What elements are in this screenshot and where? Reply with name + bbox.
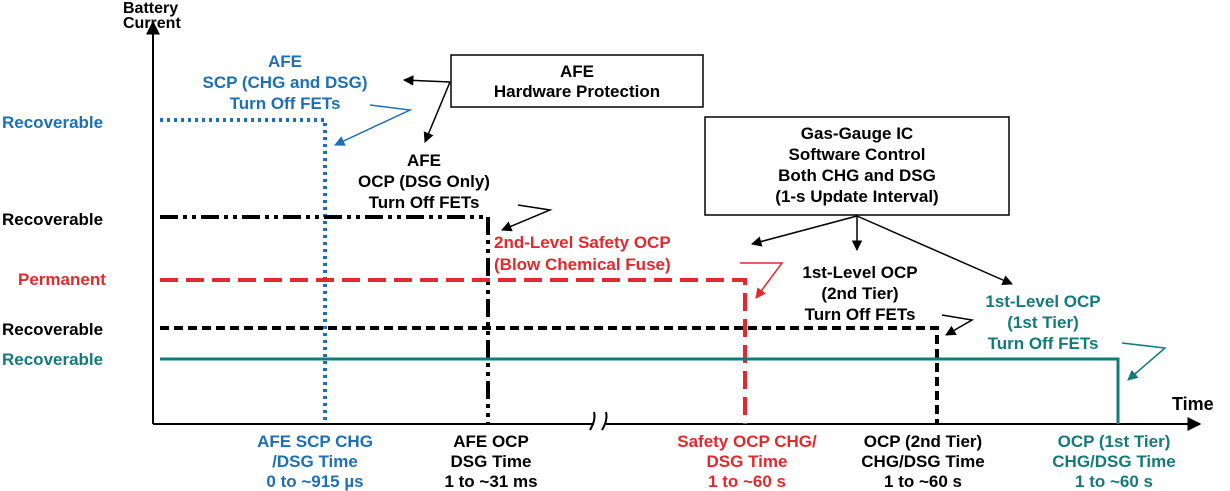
afe-hardware-box-line1: AFE [560, 62, 594, 81]
y-axis-label-line2: Current [123, 15, 181, 32]
annotation-afe-scp: AFE SCP (CHG and DSG) Turn Off FETs [203, 52, 413, 146]
annotation-ocp-1st-tier-line3: Turn Off FETs [988, 334, 1099, 353]
arrow-ocp-1st-tier [1121, 342, 1167, 381]
trace-ocp-2nd-tier [160, 326, 939, 424]
gas-gauge-box-frame [704, 116, 1010, 216]
annotation-afe-scp-line1: AFE [268, 52, 302, 71]
annotation-ocp-1st-tier: 1st-Level OCP (1st Tier) Turn Off FETs [985, 292, 1167, 381]
time-label-ocp-1st-tier: OCP (1st Tier) CHG/DSG Time 1 to ~60 s [1052, 432, 1175, 491]
annotation-ocp-2nd-tier-line1: 1st-Level OCP [802, 263, 917, 282]
trace-afe-ocp [160, 215, 490, 424]
arrow-gg-to-safety [750, 215, 858, 247]
time-label-afe-scp: AFE SCP CHG /DSG Time 0 to ~915 µs [257, 432, 373, 491]
annotation-ocp-1st-tier-line2: (1st Tier) [1007, 313, 1079, 332]
time-label-afe-scp-line3: 0 to ~915 µs [266, 472, 363, 491]
x-axis-label: Time [1172, 394, 1214, 414]
time-label-afe-scp-line2: /DSG Time [272, 452, 358, 471]
time-label-ocp-1st-tier-line2: CHG/DSG Time [1052, 452, 1175, 471]
time-label-afe-ocp-line1: AFE OCP [453, 432, 529, 451]
annotation-safety-ocp-line1: 2nd-Level Safety OCP [494, 233, 671, 252]
afe-hardware-box-line2: Hardware Protection [494, 82, 660, 101]
axes: Battery Current Time [123, 0, 1214, 431]
level-label-afe-ocp: Recoverable [2, 210, 103, 229]
time-label-ocp-2nd-tier-line1: OCP (2nd Tier) [864, 432, 982, 451]
annotation-afe-scp-line2: SCP (CHG and DSG) [203, 73, 368, 92]
annotation-safety-ocp: 2nd-Level Safety OCP (Blow Chemical Fuse… [494, 233, 784, 299]
gas-gauge-box-line4: (1-s Update Interval) [775, 187, 938, 206]
annotation-afe-scp-line3: Turn Off FETs [230, 94, 341, 113]
annotation-safety-ocp-line2: (Blow Chemical Fuse) [494, 255, 671, 274]
arrow-gg-to-1st-tier [856, 215, 1013, 286]
time-label-afe-ocp-line3: 1 to ~31 ms [444, 472, 537, 491]
time-label-ocp-2nd-tier-line2: CHG/DSG Time [861, 452, 984, 471]
time-label-safety-ocp-line2: DSG Time [707, 452, 788, 471]
level-label-safety-ocp: Permanent [18, 270, 106, 289]
time-label-afe-ocp-line2: DSG Time [451, 452, 532, 471]
arrow-hw-to-ocp [423, 81, 451, 143]
gas-gauge-box-line3: Both CHG and DSG [778, 166, 936, 185]
annotation-ocp-2nd-tier: 1st-Level OCP (2nd Tier) Turn Off FETs [802, 263, 975, 336]
annotation-ocp-2nd-tier-line2: (2nd Tier) [821, 284, 898, 303]
afe-hardware-box: AFE Hardware Protection [450, 54, 704, 108]
time-label-safety-ocp-line1: Safety OCP CHG/ [677, 432, 817, 451]
time-label-ocp-2nd-tier: OCP (2nd Tier) CHG/DSG Time 1 to ~60 s [861, 432, 984, 491]
time-label-afe-ocp: AFE OCP DSG Time 1 to ~31 ms [444, 432, 537, 491]
annotation-afe-ocp: AFE OCP (DSG Only) Turn Off FETs [358, 151, 553, 232]
annotation-afe-ocp-line2: OCP (DSG Only) [358, 172, 490, 191]
level-label-afe-scp: Recoverable [2, 113, 103, 132]
annotation-ocp-1st-tier-line1: 1st-Level OCP [985, 292, 1100, 311]
level-labels: Recoverable Recoverable Permanent Recove… [2, 113, 106, 369]
arrow-afe-scp [334, 104, 413, 146]
gas-gauge-box: Gas-Gauge IC Software Control Both CHG a… [704, 116, 1010, 216]
level-label-1st-tier: Recoverable [2, 350, 103, 369]
arrow-hw-to-scp [402, 75, 451, 86]
trace-afe-scp [160, 118, 327, 424]
axis-break-mark [589, 411, 608, 431]
arrow-afe-ocp [501, 204, 553, 232]
gas-gauge-box-line2: Software Control [789, 145, 926, 164]
arrow-safety-ocp [740, 262, 784, 299]
y-axis-label-line1: Battery [123, 0, 178, 17]
trace-safety-ocp [160, 278, 747, 424]
annotation-ocp-2nd-tier-line3: Turn Off FETs [805, 305, 916, 324]
trace-ocp-1st-tier [160, 357, 1120, 424]
gas-gauge-box-line1: Gas-Gauge IC [801, 124, 913, 143]
time-label-safety-ocp-line3: 1 to ~60 s [708, 472, 786, 491]
afe-hardware-box-frame [450, 54, 704, 108]
annotation-afe-ocp-line1: AFE [407, 151, 441, 170]
level-label-2nd-tier: Recoverable [2, 320, 103, 339]
time-label-ocp-1st-tier-line1: OCP (1st Tier) [1058, 432, 1171, 451]
arrow-ocp-2nd-tier [941, 314, 975, 336]
time-label-afe-scp-line1: AFE SCP CHG [257, 432, 373, 451]
time-label-safety-ocp: Safety OCP CHG/ DSG Time 1 to ~60 s [677, 432, 817, 491]
annotation-afe-ocp-line3: Turn Off FETs [369, 193, 480, 212]
time-label-ocp-1st-tier-line3: 1 to ~60 s [1075, 472, 1153, 491]
traces [160, 118, 1120, 424]
time-label-ocp-2nd-tier-line3: 1 to ~60 s [884, 472, 962, 491]
